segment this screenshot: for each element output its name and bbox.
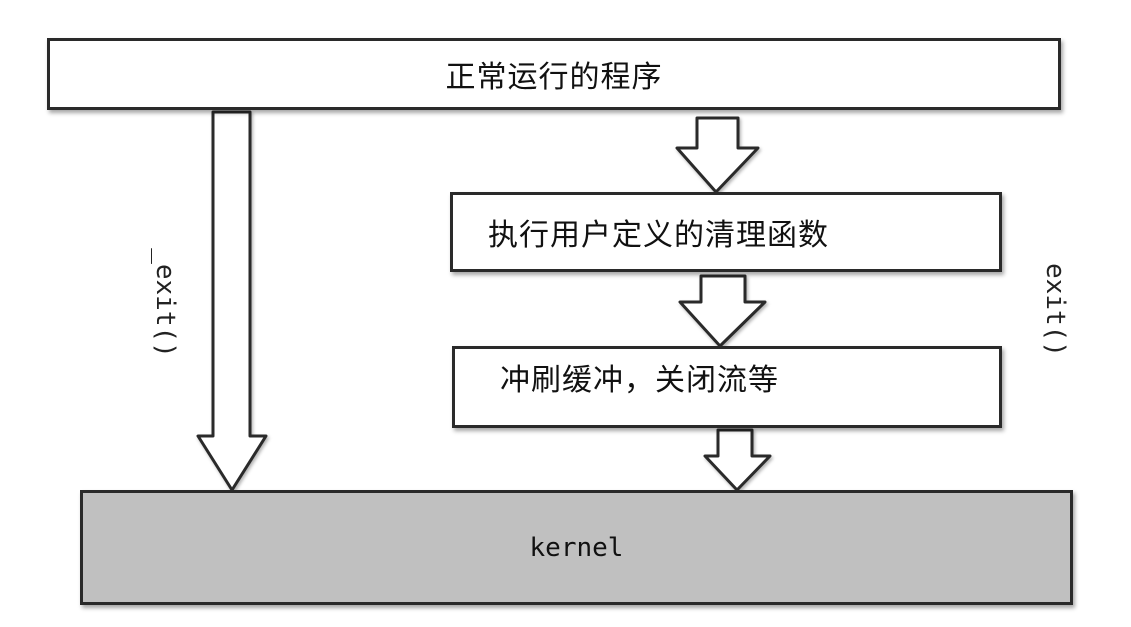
- cleanup-functions-box: 执行用户定义的清理函数: [450, 192, 1002, 272]
- underscore-exit-label: _exit(): [150, 248, 180, 358]
- running-program-box: 正常运行的程序: [47, 38, 1061, 110]
- arrow-to-cleanup: [675, 116, 760, 194]
- arrow-to-kernel: [703, 428, 772, 492]
- exit-direct-arrow: [196, 110, 268, 492]
- kernel-box: kernel: [80, 490, 1073, 605]
- arrow-to-flush: [678, 274, 767, 348]
- flush-close-streams-box: 冲刷缓冲，关闭流等: [452, 346, 1002, 428]
- cleanup-functions-label: 执行用户定义的清理函数: [488, 218, 829, 253]
- running-program-label: 正常运行的程序: [445, 60, 663, 95]
- kernel-label: kernel: [529, 532, 624, 563]
- exit-label: exit(): [1040, 263, 1070, 357]
- flush-close-streams-label: 冲刷缓冲，关闭流等: [500, 363, 779, 398]
